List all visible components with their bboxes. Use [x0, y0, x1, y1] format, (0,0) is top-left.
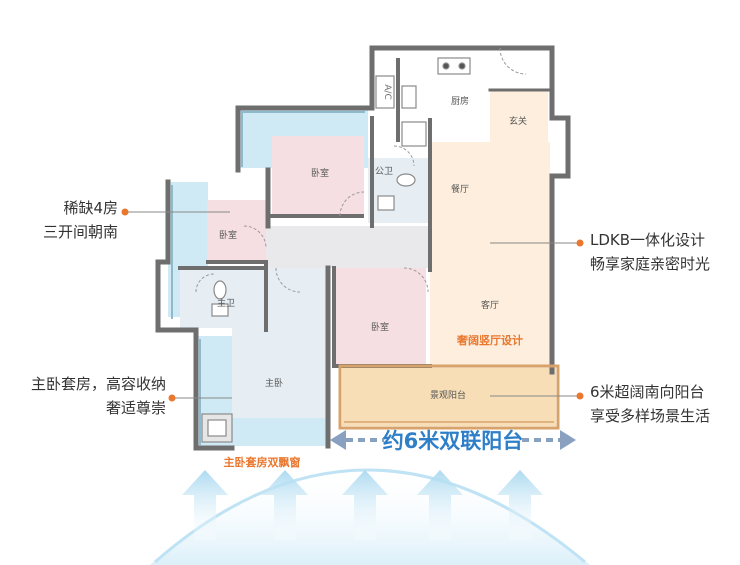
ac-unit — [375, 75, 395, 109]
callout-ldkb-line1: LDKB一体化设计 — [590, 231, 706, 249]
callout-master-line1: 主卧套房，高容收纳 — [30, 375, 166, 393]
door-swing — [393, 145, 415, 167]
sun-arrow — [342, 470, 388, 540]
living-fill — [430, 142, 550, 370]
dining-label: 餐厅 — [451, 183, 469, 195]
vertical-hall-label: 奢阔竖厅设计 — [456, 333, 523, 347]
callout-balcony-line2: 享受多样场景生活 — [590, 407, 711, 425]
kitchen-label: 厨房 — [451, 95, 469, 107]
stove-burner-icon — [442, 62, 450, 70]
public-bath-fill — [368, 158, 428, 223]
callout-rooms-line2: 三开间朝南 — [42, 223, 118, 241]
callout-balcony-line1: 6米超阔南向阳台 — [590, 383, 705, 401]
bedroom-top-label: 卧室 — [311, 167, 329, 179]
room-labels: 厨房 玄关 公卫 卧室 餐厅 卧室 客厅 主卫 卧室 主卧 景观阳台 — [217, 95, 527, 401]
sun-arrow — [417, 470, 463, 540]
living-label: 客厅 — [481, 299, 499, 311]
pointer-dot-rooms — [121, 208, 129, 216]
public-bath-label: 公卫 — [375, 166, 393, 177]
fixtures: A/C — [201, 57, 471, 443]
kitchen-sink-icon — [401, 85, 417, 109]
pointer-dot-master — [168, 394, 176, 402]
stove-burner-icon — [458, 62, 466, 70]
wardrobe-inner — [207, 419, 227, 437]
sun-arrow — [262, 470, 308, 540]
callout-ldkb: LDKB一体化设计 畅享家庭亲密时光 — [590, 228, 735, 276]
sun-arrow — [182, 470, 228, 540]
callout-pointers — [121, 208, 584, 402]
master-bedroom-label: 主卧 — [265, 377, 283, 389]
bedroom-left-label: 卧室 — [219, 229, 237, 241]
door-swing — [195, 273, 215, 293]
bedroom-left-fill — [207, 200, 267, 262]
outer-wall — [193, 327, 235, 451]
callout-rooms-line1: 稀缺4房 — [63, 199, 118, 217]
callout-rooms-count: 稀缺4房 三开间朝南 — [18, 196, 118, 244]
foyer-fill — [490, 90, 548, 152]
sun-arrows — [182, 470, 543, 540]
balcony-frame — [338, 364, 560, 430]
master-toilet-icon — [213, 280, 227, 300]
hall-fill — [266, 226, 432, 268]
walls — [155, 45, 571, 451]
balcony-span-label: 约6米双联阳台 — [383, 429, 524, 453]
master-bath-label: 主卫 — [217, 297, 235, 309]
balcony-span-indicator: 约6米双联阳台 — [330, 429, 576, 453]
door-swing — [243, 225, 267, 249]
door-swings — [195, 47, 527, 293]
balcony-border — [338, 364, 560, 430]
callout-master-line2: 奢适尊崇 — [105, 399, 166, 417]
sun-arrow — [497, 470, 543, 540]
window-line — [171, 111, 365, 445]
callout-master: 主卧套房，高容收纳 奢适尊崇 — [10, 372, 166, 420]
foyer-label: 玄关 — [509, 115, 527, 127]
balcony-label: 景观阳台 — [430, 389, 466, 401]
pointer-dot-ldkb — [576, 239, 584, 247]
stove-icon — [437, 57, 471, 75]
door-swing — [499, 47, 527, 75]
balcony-fill — [342, 368, 556, 426]
arrow-right-icon — [560, 430, 576, 450]
bedroom-middle-label: 卧室 — [371, 321, 389, 333]
callout-ldkb-line2: 畅享家庭亲密时光 — [590, 255, 711, 273]
pointer-dot-balcony — [576, 392, 584, 400]
bay-window-label: 主卧套房双飘窗 — [224, 455, 301, 469]
outer-wall — [369, 45, 571, 375]
callout-balcony: 6米超阔南向阳台 享受多样场景生活 — [590, 380, 735, 428]
room-fills — [168, 48, 556, 446]
master-bath-sink-icon — [211, 303, 229, 317]
bedroom-middle-fill — [336, 268, 426, 366]
bedroom-top-fill — [272, 136, 364, 216]
public-bath-sink-icon — [377, 195, 395, 211]
kitchen-counter — [401, 121, 427, 147]
ac-label: A/C — [382, 84, 392, 99]
arrow-left-icon — [330, 430, 346, 450]
outer-wall — [235, 45, 375, 173]
outer-wall — [155, 179, 199, 333]
toilet-icon — [396, 173, 416, 187]
